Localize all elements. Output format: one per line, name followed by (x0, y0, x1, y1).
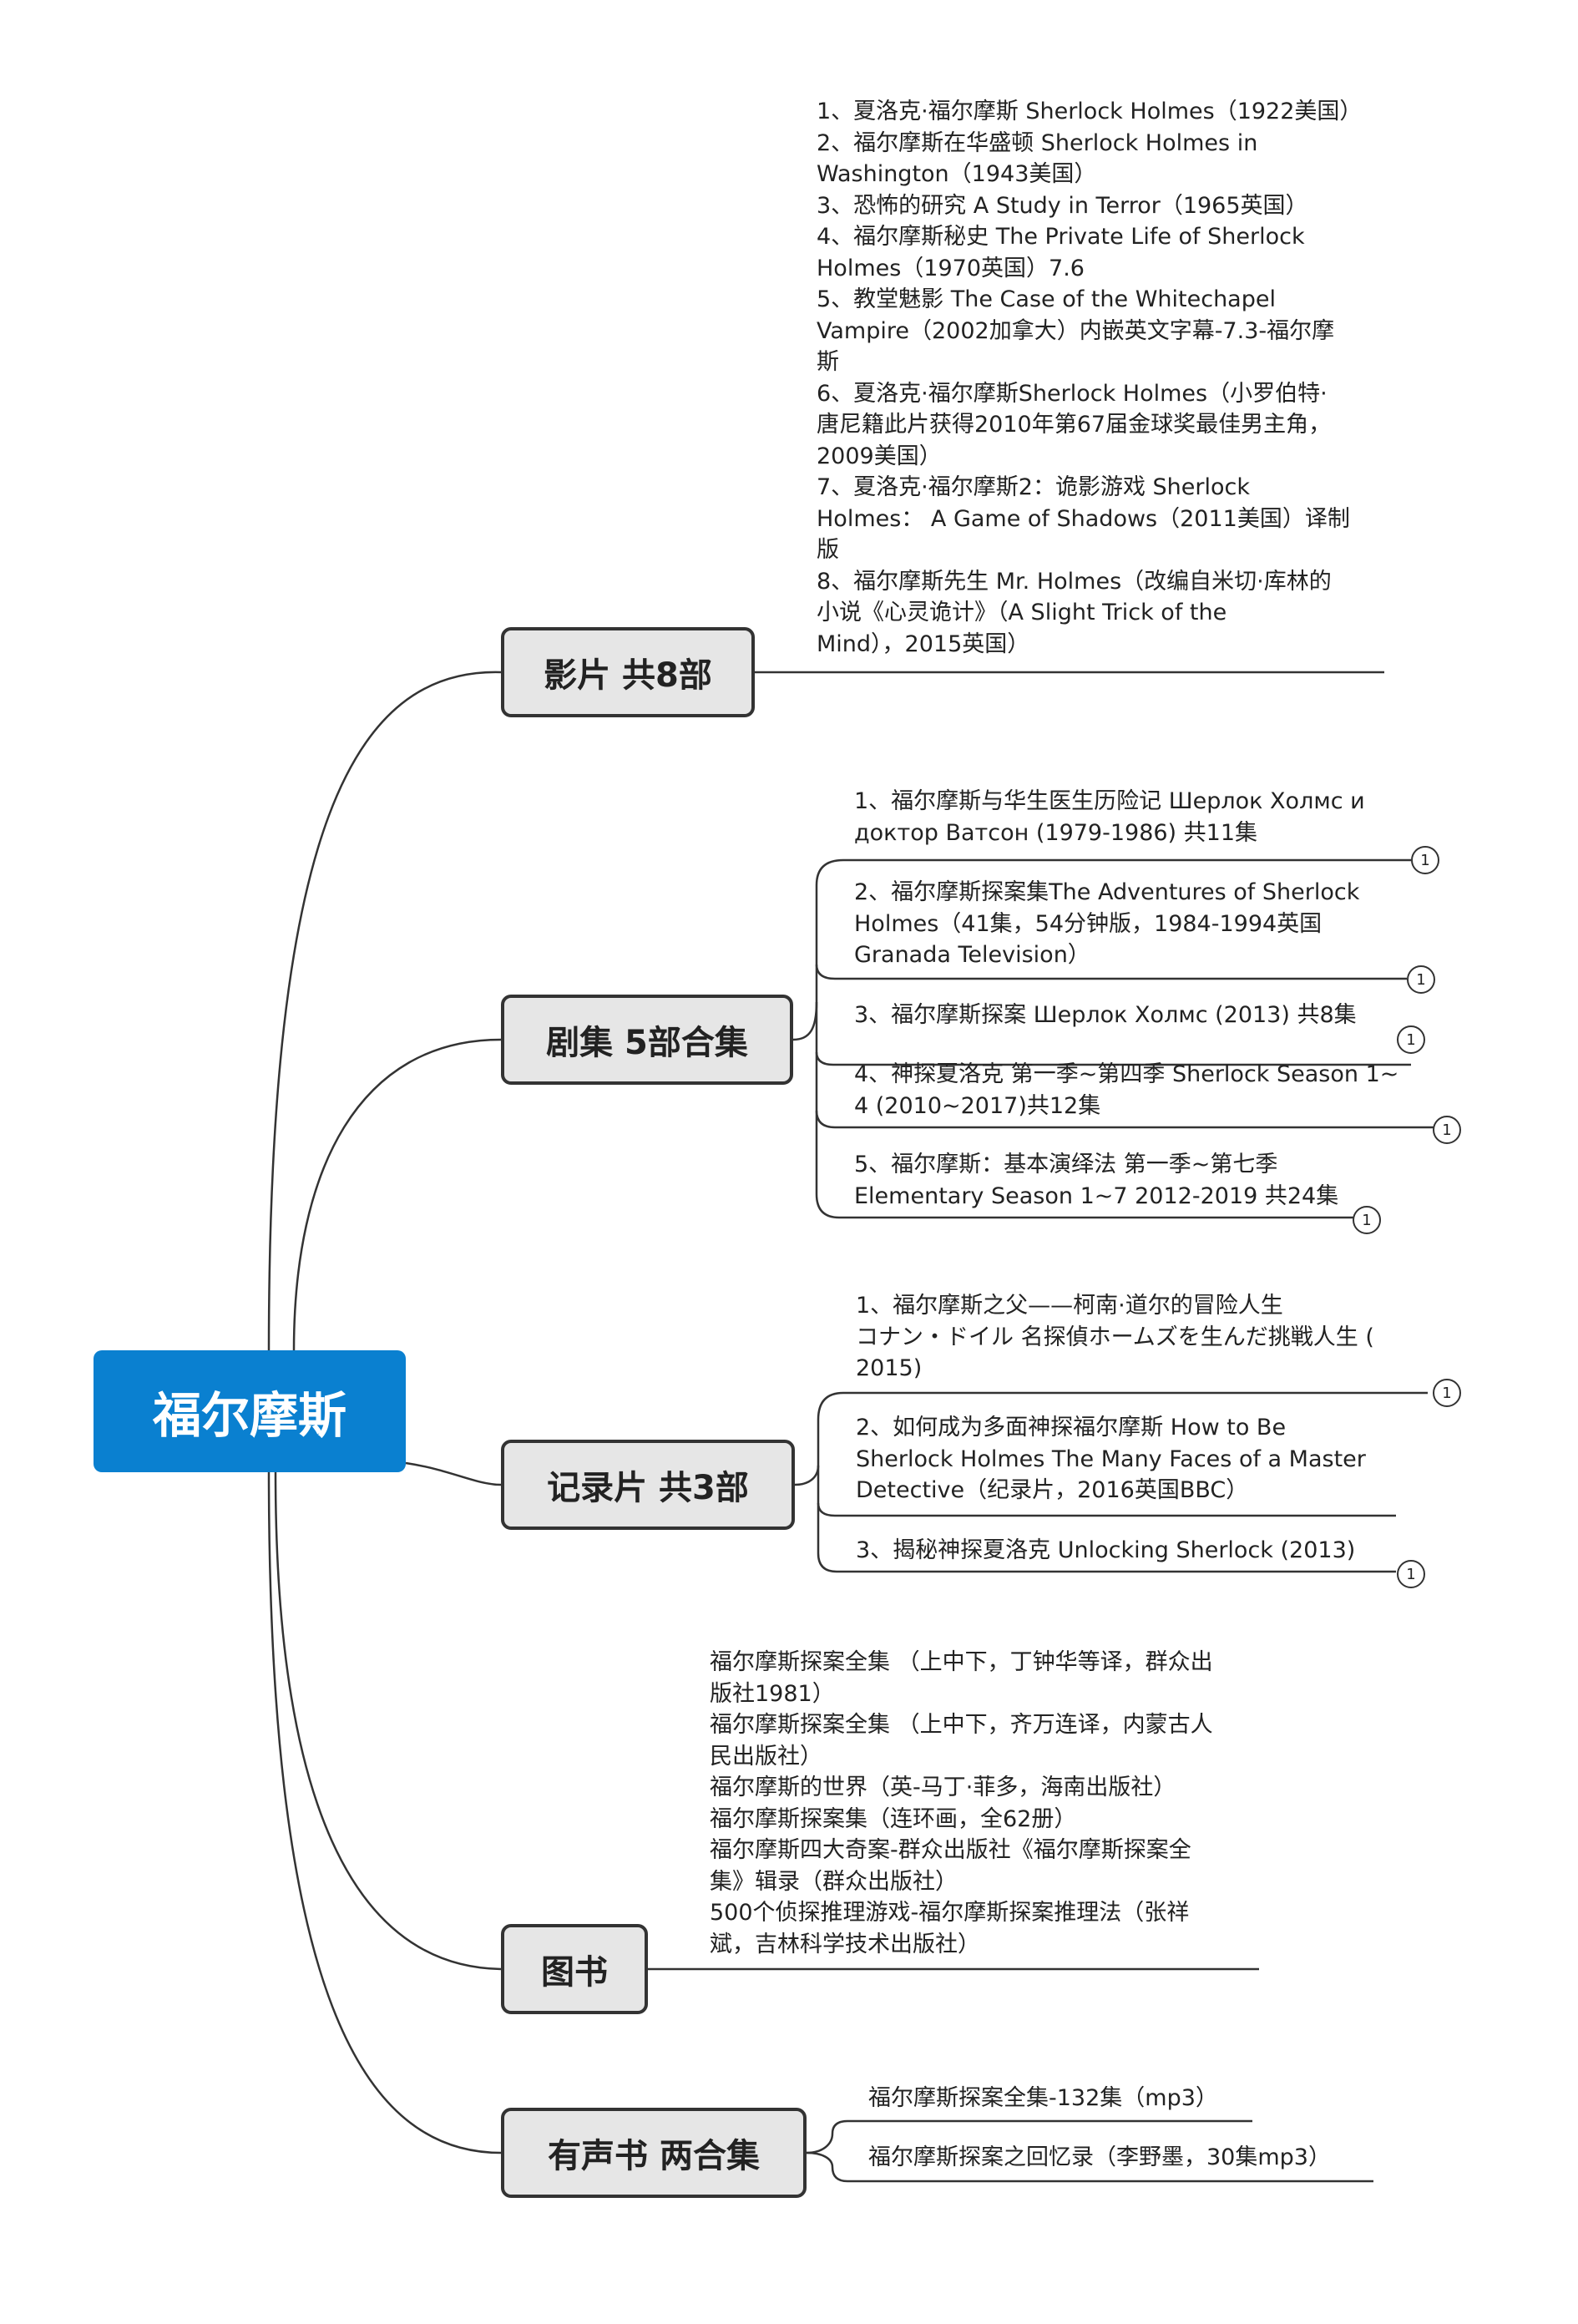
connector-audiobooks-bracket (806, 2119, 1252, 2154)
root-node[interactable]: 福尔摩斯 (94, 1350, 406, 1472)
series-item-line: 4、神探夏洛克 第一季~第四季 Sherlock Season 1~ (854, 1061, 1399, 1087)
series-item-line: 5、福尔摩斯：基本演绎法 第一季~第七季 (854, 1152, 1278, 1177)
branch-series[interactable]: 剧集 5部合集 (501, 995, 793, 1085)
books-line: 福尔摩斯探案全集 （上中下，齐万连译，内蒙古人 (710, 1712, 1213, 1738)
series-item-4[interactable]: 4、神探夏洛克 第一季~第四季 Sherlock Season 1~ 4 (20… (854, 1059, 1398, 1121)
documentary-item-line: 1、福尔摩斯之父——柯南·道尔的冒险人生 (856, 1293, 1283, 1319)
documentary-item-3[interactable]: 3、揭秘神探夏洛克 Unlocking Sherlock (2013) (856, 1535, 1355, 1567)
films-line: Washington（1943美国） (817, 161, 1097, 187)
documentary-item-line: Detective（纪录片，2016英国BBC） (856, 1477, 1249, 1503)
films-line: Vampire（2002加拿大）内嵌英文字幕-7.3-福尔摩 (817, 317, 1335, 344)
films-line: 4、福尔摩斯秘史 The Private Life of Sherlock (817, 224, 1305, 250)
films-line: 7、夏洛克·福尔摩斯2：诡影游戏 Sherlock (817, 474, 1250, 500)
series-item-3[interactable]: 3、福尔摩斯探案 Шерлок Холмс (2013) 共8集 (854, 1000, 1357, 1031)
series-item-4-count-badge[interactable]: 1 (1433, 1116, 1461, 1144)
series-item-line: Holmes（41集，54分钟版，1984-1994英国 (854, 910, 1323, 937)
connector-root-audiobooks (267, 1471, 502, 2154)
series-item-5-count-badge[interactable]: 1 (1353, 1206, 1381, 1234)
branch-films[interactable]: 影片 共8部 (501, 627, 755, 717)
connector-root-films (267, 671, 502, 1351)
films-line: 6、夏洛克·福尔摩斯Sherlock Holmes（小罗伯特· (817, 380, 1328, 407)
books-line: 福尔摩斯探案全集 （上中下，丁钟华等译，群众出 (710, 1649, 1213, 1675)
connector-root-series (292, 1038, 502, 1351)
branch-documentaries[interactable]: 记录片 共3部 (501, 1440, 795, 1530)
connector-root-documentaries (405, 1461, 502, 1486)
films-line: 2、福尔摩斯在华盛顿 Sherlock Holmes in (817, 129, 1258, 156)
films-line: 1、夏洛克·福尔摩斯 Sherlock Holmes（1922美国） (817, 99, 1363, 124)
films-line: Mind），2015英国） (817, 630, 1030, 657)
audiobook-item-1[interactable]: 福尔摩斯探案全集-132集（mp3） (868, 2083, 1218, 2114)
books-line: 福尔摩斯的世界（英-马丁·菲多，海南出版社） (710, 1775, 1176, 1800)
documentary-item-line: Sherlock Holmes The Many Faces of a Mast… (856, 1446, 1366, 1472)
connector-documentaries-bracket (794, 1391, 1428, 1486)
series-item-line: Elementary Season 1~7 2012-2019 共24集 (854, 1182, 1339, 1209)
series-item-2[interactable]: 2、福尔摩斯探案集The Adventures of Sherlock Holm… (854, 877, 1359, 971)
series-item-1-count-badge[interactable]: 1 (1411, 846, 1439, 874)
connector-series-bracket (792, 858, 1411, 1041)
audiobook-item-2[interactable]: 福尔摩斯探案之回忆录（李野墨，30集mp3） (868, 2142, 1331, 2174)
series-item-1[interactable]: 1、福尔摩斯与华生医生历险记 Шерлок Холмс и доктор Ват… (854, 786, 1365, 848)
documentary-item-3-count-badge[interactable]: 1 (1397, 1560, 1425, 1588)
films-line: 版 (817, 537, 839, 563)
books-line: 福尔摩斯探案集（连环画，全62册） (710, 1805, 1077, 1832)
films-line: 5、教堂魅影 The Case of the Whitechapel (817, 286, 1276, 312)
branch-audiobooks[interactable]: 有声书 两合集 (501, 2108, 807, 2198)
documentary-item-1-count-badge[interactable]: 1 (1433, 1379, 1461, 1407)
documentary-item-line: 3、揭秘神探夏洛克 Unlocking Sherlock (2013) (856, 1537, 1356, 1563)
series-item-line: 2、福尔摩斯探案集The Adventures of Sherlock (854, 879, 1360, 905)
series-item-line: 3、福尔摩斯探案 Шерлок Холмс (2013) 共8集 (854, 1002, 1357, 1028)
series-item-line: 1、福尔摩斯与华生医生历险记 Шерлок Холмс и (854, 788, 1365, 814)
books-line: 500个侦探推理游戏-福尔摩斯探案推理法（张祥 (710, 1900, 1190, 1926)
films-list[interactable]: 1、夏洛克·福尔摩斯 Sherlock Holmes（1922美国） 2、福尔摩… (817, 96, 1362, 660)
documentary-item-line: 2、如何成为多面神探福尔摩斯 How to Be (856, 1415, 1287, 1440)
films-line: 2009美国） (817, 443, 942, 469)
series-item-2-count-badge[interactable]: 1 (1407, 965, 1435, 994)
series-item-3-count-badge[interactable]: 1 (1397, 1025, 1425, 1054)
documentary-item-1[interactable]: 1、福尔摩斯之父——柯南·道尔的冒险人生 コナン・ドイル 名探偵ホームズを生んだ… (856, 1290, 1374, 1385)
branch-books[interactable]: 图书 (501, 1924, 648, 2014)
audiobook-item-line: 福尔摩斯探案之回忆录（李野墨，30集mp3） (868, 2144, 1331, 2170)
connector-root-books (274, 1471, 502, 1971)
films-line: Holmes： A Game of Shadows（2011美国）译制 (817, 505, 1350, 532)
series-item-line: Granada Television） (854, 942, 1090, 968)
audiobook-item-line: 福尔摩斯探案全集-132集（mp3） (868, 2085, 1218, 2111)
films-line: 唐尼籍此片获得2010年第67届金球奖最佳男主角， (817, 412, 1332, 438)
series-item-5[interactable]: 5、福尔摩斯：基本演绎法 第一季~第七季 Elementary Season 1… (854, 1149, 1338, 1212)
films-line: 斯 (817, 349, 839, 375)
films-line: 3、恐怖的研究 A Study in Terror（1965英国） (817, 192, 1308, 219)
books-line: 集》辑录（群众出版社） (710, 1868, 958, 1895)
films-line: 小说《心灵诡计》（A Slight Trick of the (817, 600, 1227, 625)
series-item-line: 4 (2010~2017)共12集 (854, 1092, 1101, 1119)
books-list[interactable]: 福尔摩斯探案全集 （上中下，丁钟华等译，群众出 版社1981） 福尔摩斯探案全集… (710, 1647, 1213, 1960)
documentary-item-2[interactable]: 2、如何成为多面神探福尔摩斯 How to Be Sherlock Holmes… (856, 1412, 1366, 1506)
films-line: Holmes（1970英国）7.6 (817, 255, 1085, 281)
books-line: 民出版社） (710, 1743, 822, 1770)
films-line: 8、福尔摩斯先生 Mr. Holmes（改编自米切·库林的 (817, 568, 1332, 595)
documentary-item-line: コナン・ドイル 名探偵ホームズを生んだ挑戦人生 ( (856, 1324, 1374, 1350)
books-line: 福尔摩斯四大奇案-群众出版社《福尔摩斯探案全 (710, 1837, 1191, 1863)
documentary-item-line: 2015) (856, 1355, 923, 1381)
books-line: 斌，吉林科学技术出版社） (710, 1931, 980, 1957)
series-item-line: доктор Ватсон (1979-1986) 共11集 (854, 819, 1258, 846)
books-line: 版社1981） (710, 1680, 835, 1707)
